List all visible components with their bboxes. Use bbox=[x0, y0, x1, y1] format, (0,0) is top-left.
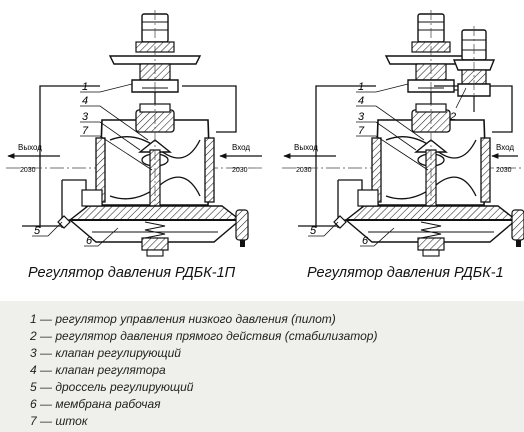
legend-item: 2 — регулятор давления прямого действия … bbox=[30, 329, 378, 343]
inlet-label: Вход bbox=[232, 143, 250, 152]
callout-6: 6 bbox=[86, 235, 93, 247]
outlet-label: Выход bbox=[18, 143, 42, 152]
caption-right: Регулятор давления РДБК-1 bbox=[307, 265, 504, 281]
callout-3: 3 bbox=[358, 111, 365, 123]
callout-4: 4 bbox=[358, 95, 364, 107]
callout-1: 1 bbox=[358, 81, 364, 93]
outlet-code: 2030 bbox=[296, 167, 312, 174]
callout-1: 1 bbox=[82, 81, 88, 93]
outlet-label: Выход bbox=[294, 143, 318, 152]
legend-list: 1 — регулятор управления низкого давлени… bbox=[0, 301, 524, 430]
inlet-code: 2030 bbox=[496, 167, 512, 174]
legend-item: 7 — шток bbox=[30, 414, 88, 428]
regulator-schematics: Выход 2030 Вход 2030 1 4 3 7 5 6 bbox=[5, 9, 524, 257]
outlet-code: 2030 bbox=[20, 167, 36, 174]
inlet-label: Вход bbox=[496, 143, 514, 152]
callout-4: 4 bbox=[82, 95, 88, 107]
callout-5: 5 bbox=[34, 225, 41, 237]
callout-3: 3 bbox=[82, 111, 89, 123]
callout-7: 7 bbox=[82, 125, 89, 137]
callout-7: 7 bbox=[358, 125, 365, 137]
caption-left: Регулятор давления РДБК-1П bbox=[28, 265, 236, 281]
regulator-diagram-left: Выход 2030 Вход 2030 1 4 3 7 5 6 bbox=[5, 9, 263, 257]
inlet-code: 2030 bbox=[232, 167, 248, 174]
stabilizer bbox=[434, 26, 496, 112]
legend-item: 6 — мембрана рабочая bbox=[30, 397, 161, 411]
legend-item: 3 — клапан регулирующий bbox=[30, 346, 181, 360]
regulator-diagram-right: Выход 2030 Вход 2030 1 4 3 7 2 5 6 bbox=[281, 9, 524, 257]
callout-6: 6 bbox=[362, 235, 369, 247]
legend-item: 4 — клапан регулятора bbox=[30, 363, 166, 377]
legend-item: 1 — регулятор управления низкого давлени… bbox=[30, 312, 336, 326]
callout-2: 2 bbox=[449, 111, 456, 123]
callout-5: 5 bbox=[310, 225, 317, 237]
legend-panel: 1 — регулятор управления низкого давлени… bbox=[0, 301, 524, 432]
legend-item: 5 — дроссель регулирующий bbox=[30, 380, 194, 394]
